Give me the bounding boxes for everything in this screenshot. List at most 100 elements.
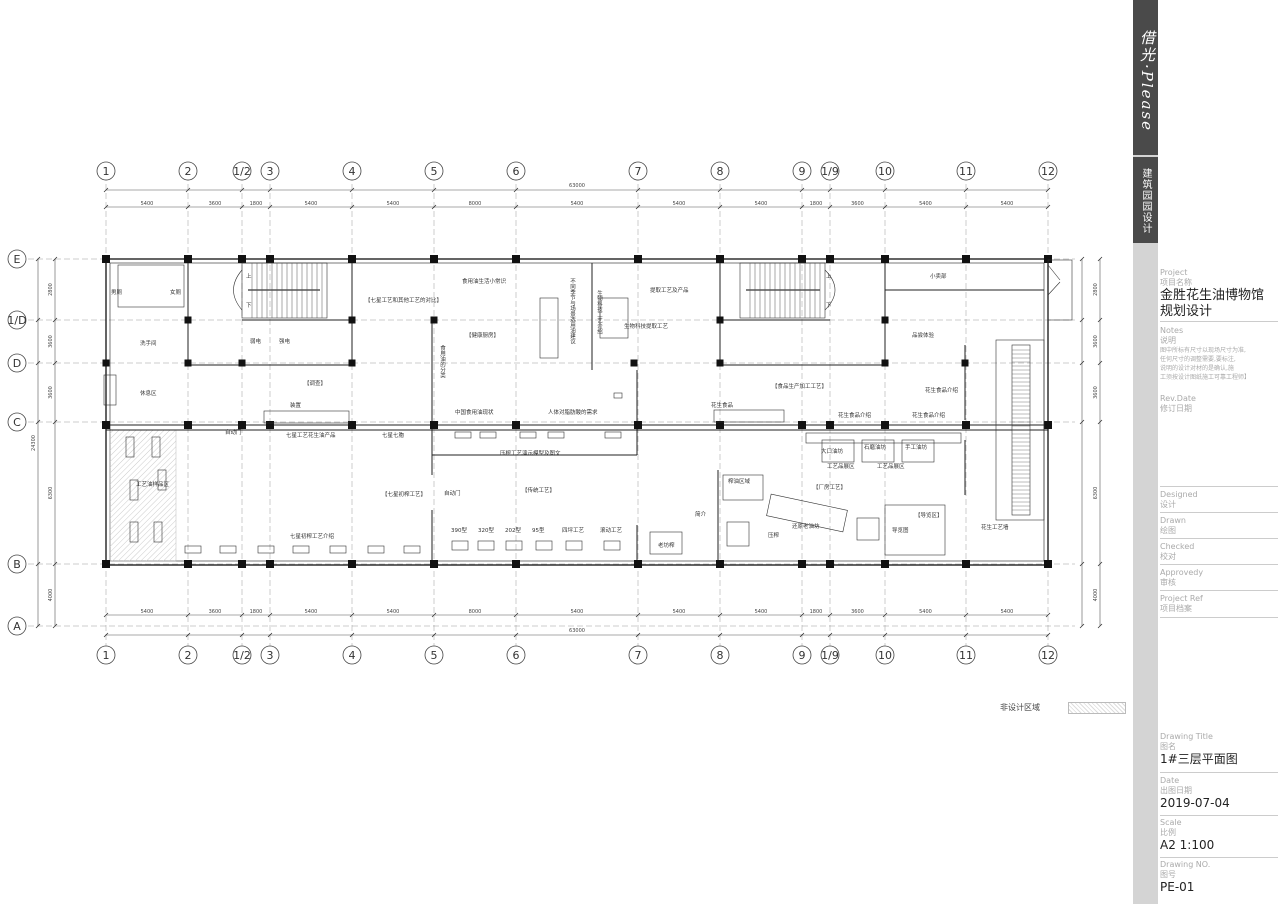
- column-square: [238, 255, 246, 263]
- display-stand: [565, 540, 583, 551]
- col-bubble-top-6-circle: [424, 161, 444, 181]
- dim-span-bottom-13: 5400: [1001, 609, 1014, 615]
- dim-tick: [717, 612, 723, 618]
- col-bubble-top-7-circle: [506, 161, 526, 181]
- tb-rev: Rev.Date 修订日期: [1160, 394, 1280, 414]
- column-square: [634, 560, 642, 568]
- column-square: [348, 316, 356, 324]
- column-square: [634, 421, 642, 429]
- column-square: [184, 560, 192, 568]
- label-peanut-food-intro: 花生食品介绍: [925, 386, 959, 394]
- dim-span-bottom-8: 5400: [673, 609, 686, 615]
- ref-cn: 项目档案: [1160, 604, 1192, 613]
- dim-tick: [963, 204, 969, 210]
- dim-tick: [349, 187, 355, 193]
- row-bubble-4-circle: [7, 412, 27, 432]
- row-bubble-1-label: E: [14, 253, 21, 266]
- legend-swatch: [1068, 702, 1126, 714]
- display-stand: [129, 521, 139, 543]
- column-square: [826, 560, 834, 568]
- label-auto-door: 自动门: [444, 489, 461, 497]
- col-bubble-top-7-label: 6: [513, 165, 520, 178]
- row-bubble-2-label: 1/D: [7, 314, 26, 327]
- label-extraction: 提取工艺及产品: [650, 286, 689, 294]
- dim-span-top-7: 5400: [571, 201, 584, 207]
- dim-span-bottom-5: 5400: [387, 609, 400, 615]
- col-bubble-top-5-circle: [342, 161, 362, 181]
- dim-tick: [239, 612, 245, 618]
- column-square: [716, 255, 724, 263]
- column-square: [266, 421, 274, 429]
- label-green-door: 自动门: [225, 428, 242, 436]
- divider: [1160, 564, 1278, 565]
- dim-tick: [52, 317, 58, 323]
- logo-panel: [1133, 0, 1158, 155]
- drawn-cn: 绘图: [1160, 526, 1176, 535]
- col-bubble-top-10-circle: [792, 161, 812, 181]
- dim-tick: [267, 632, 273, 638]
- dim-total-left: 24300: [31, 435, 37, 451]
- escalator-steps: [1012, 349, 1030, 511]
- no-en: Drawing NO.: [1160, 860, 1211, 869]
- divider: [1160, 486, 1278, 487]
- no-cn: 图号: [1160, 870, 1176, 879]
- display-stands-bottom-mid: [451, 540, 621, 551]
- tb-number: Drawing NO. 图号 PE-01: [1160, 860, 1280, 894]
- column-square: [881, 316, 889, 324]
- dim-span-top-8: 5400: [673, 201, 686, 207]
- col-bubble-top-14-circle: [1038, 161, 1058, 181]
- col-bubble-bottom-5-label: 4: [349, 649, 356, 662]
- dim-tick: [267, 612, 273, 618]
- notes-label-en: Notes: [1160, 326, 1184, 335]
- notes-line-2: 任何尺寸的调整需要,要标注,: [1160, 356, 1236, 363]
- dim-tick: [185, 204, 191, 210]
- dim-tick: [52, 256, 58, 262]
- label-oil-store: 石磨油坊: [864, 443, 887, 451]
- label-factory-exp: 【厂房工艺】: [813, 483, 846, 491]
- project-label-cn: 项目名称: [1160, 278, 1192, 287]
- date-cn: 出图日期: [1160, 786, 1192, 795]
- column-square: [881, 421, 889, 429]
- label-stairs-up-w: 上: [246, 272, 252, 280]
- drawing-number: PE-01: [1160, 880, 1195, 894]
- tb-approved: Approvedy 审核: [1160, 568, 1280, 588]
- label-health-kitchen: 【健康厨房】: [466, 331, 499, 339]
- row-bubble-6-circle: [7, 616, 27, 636]
- dim-span-top-6: 8000: [469, 201, 482, 207]
- label-oil-bar: 装置: [290, 401, 302, 409]
- dimension-ticks: [35, 187, 1103, 638]
- dim-tick: [239, 204, 245, 210]
- brand-name: 建筑园园设计: [1140, 168, 1151, 234]
- notes-line-1: 图中所标有尺寸以现场尺寸为准,: [1160, 347, 1246, 354]
- dim-tick: [103, 612, 109, 618]
- col-bubble-bottom-1-label: 1: [103, 649, 110, 662]
- column-square: [184, 255, 192, 263]
- tb-checked: Checked 校对: [1160, 542, 1280, 562]
- date-en: Date: [1160, 776, 1180, 785]
- column-square: [430, 560, 438, 568]
- dim-span-bottom-3: 1800: [250, 609, 263, 615]
- col-bubble-bottom-1-circle: [96, 645, 116, 665]
- label-rest-area: 休息区: [140, 389, 157, 397]
- dim-tick: [1097, 623, 1103, 629]
- col-bubble-top-4-label: 3: [267, 165, 274, 178]
- dim-tick: [349, 204, 355, 210]
- row-bubble-1-circle: [7, 249, 27, 269]
- dim-tick: [717, 204, 723, 210]
- col-bubble-bottom-6-circle: [424, 645, 444, 665]
- column-square: [512, 255, 520, 263]
- column-square: [238, 359, 246, 367]
- divider: [1160, 590, 1278, 591]
- dim-tick: [513, 204, 519, 210]
- col-bubble-bottom-11-label: 1/9: [821, 649, 839, 662]
- col-bubble-top-8-circle: [628, 161, 648, 181]
- dim-span-bottom-12: 5400: [919, 609, 932, 615]
- col-bubble-bottom-6-label: 5: [431, 649, 438, 662]
- dim-tick: [513, 632, 519, 638]
- label-craft-exhibit: 工艺油样品区: [136, 480, 170, 488]
- label-pressing: 压榨: [768, 531, 780, 539]
- column-square: [512, 421, 520, 429]
- dim-tick: [717, 632, 723, 638]
